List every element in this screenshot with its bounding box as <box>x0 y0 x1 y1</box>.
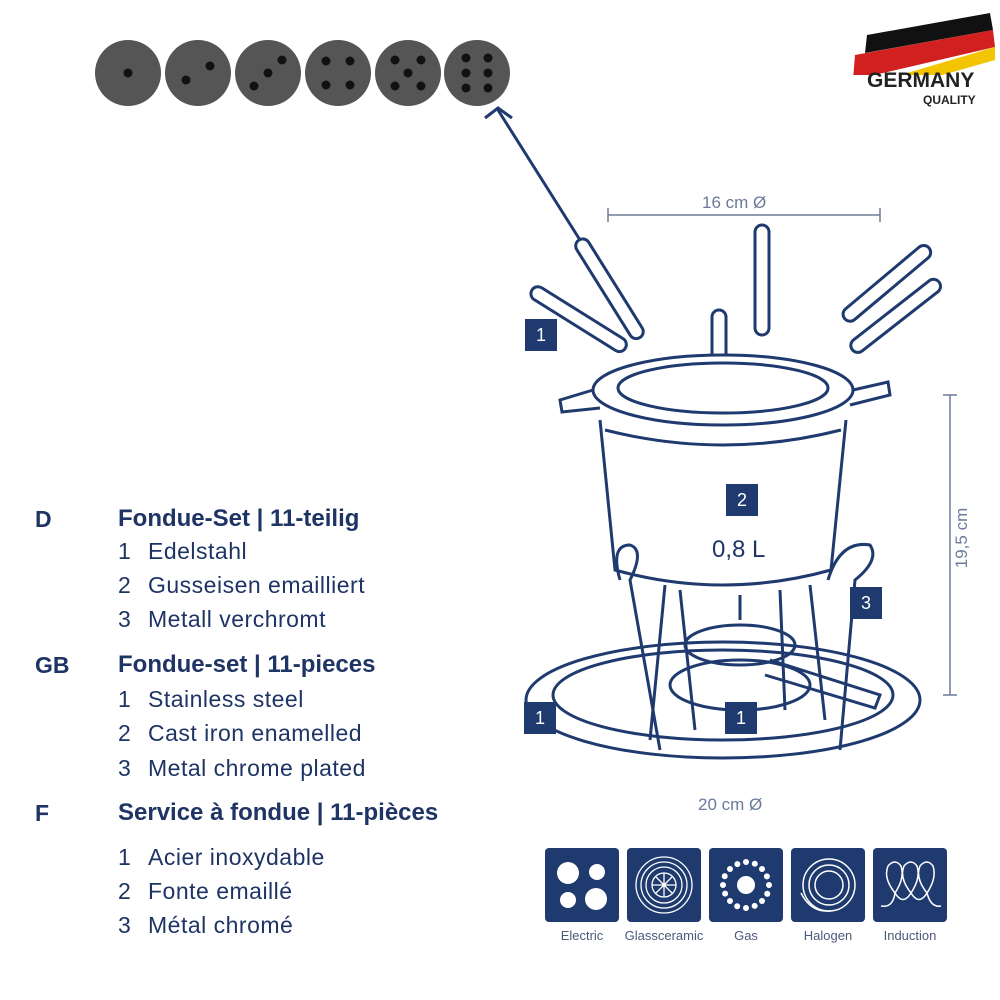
induction-icon <box>873 848 947 922</box>
height-label: 19,5 cm <box>952 507 972 569</box>
stove-label: Electric <box>560 928 604 943</box>
badge-stand: 3 <box>850 587 882 619</box>
section-title: Fondue-set | 11-pieces <box>118 651 376 678</box>
diameter-bottom-label: 20 cm Ø <box>698 795 763 814</box>
marker-2 <box>165 40 231 106</box>
gas-icon <box>709 848 783 922</box>
fork-color-markers <box>95 40 510 106</box>
glassceramic-icon <box>627 848 701 922</box>
logo-text: GERMANY <box>867 69 975 92</box>
badge-pot: 2 <box>726 484 758 516</box>
pointer-arrow <box>496 109 582 241</box>
marker-4 <box>305 40 371 106</box>
badge-fork: 1 <box>525 319 557 351</box>
germany-quality-logo: GERMANY QUALITY <box>845 5 995 110</box>
halogen-icon <box>791 848 865 922</box>
fondue-set-illustration <box>484 106 957 760</box>
badge-tray: 1 <box>524 702 556 734</box>
section-title: Service à fondue | 11-pièces <box>118 799 439 826</box>
volume-label: 0,8 L <box>712 536 766 563</box>
arrow-head <box>484 106 513 120</box>
lang-code: D <box>35 506 52 532</box>
badge-burner: 1 <box>725 702 757 734</box>
marker-6 <box>444 40 510 106</box>
electric-icon <box>545 848 619 922</box>
diameter-top-label: 16 cm Ø <box>702 193 767 212</box>
lang-code: F <box>35 800 50 826</box>
stove-label: Gas <box>734 928 758 943</box>
stove-label: Halogen <box>803 928 853 943</box>
section-title: Fondue-Set | 11-teilig <box>118 505 360 532</box>
lang-code: GB <box>35 652 70 678</box>
stove-label: Glassceramic <box>624 928 704 943</box>
stove-label: Induction <box>883 928 937 943</box>
logo-subtext: QUALITY <box>923 93 976 107</box>
